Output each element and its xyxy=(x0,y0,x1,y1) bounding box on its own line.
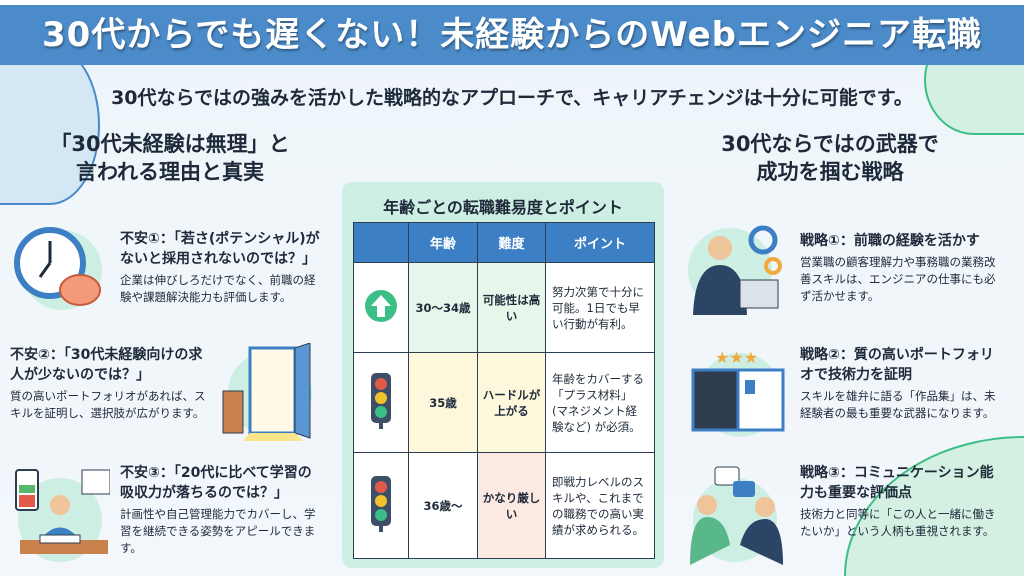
table-header-row: 年齢 難度 ポイント xyxy=(353,222,655,263)
subtitle: 30代ならではの強みを活かした戦略的なアプローチで、キャリアチェンジは十分に可能… xyxy=(111,87,913,109)
anxiety-title: 不安②：「30代未経験向けの求人が少ないのでは？」 xyxy=(10,347,203,383)
difficulty-cell: 可能性は高い xyxy=(477,262,546,353)
age-cell: 30〜34歳 xyxy=(408,262,478,353)
anxiety-body: 質の高いポートフォリオがあれば、スキルを証明し、選択肢が広がります。 xyxy=(10,389,206,420)
point-cell: 努力次第で十分に可能。1日でも早い行動が有利。 xyxy=(545,262,655,353)
difficulty-table: 年齢 難度 ポイント 30〜34歳 可能性は高い 努力次第で十分に可能。1日でも… xyxy=(353,222,655,559)
studying-person-icon xyxy=(15,469,110,562)
strategy-item-1: 戦略①：前職の経験を活かす 営業職の顧客理解力や事務職の業務改善スキルは、エンジ… xyxy=(800,231,1000,305)
anxiety-item-1: 不安①：「若さ(ポテンシャル)がないと採用されないのでは？」 企業は伸びしろだけ… xyxy=(120,229,320,306)
left-heading-line1: 「30代未経験は無理」と xyxy=(50,132,290,156)
left-heading-line2: 言われる理由と真実 xyxy=(76,160,264,184)
difficulty-table-panel: 年齢ごとの転職難易度とポイント 年齢 難度 ポイント 30〜34歳 可能性は高い… xyxy=(342,182,664,568)
businessman-laptop-icon xyxy=(688,225,782,315)
strategy-title: 戦略③：コミュニケーション能力も重要な評価点 xyxy=(800,465,994,501)
strategy-item-2: 戦略②：質の高いポートフォリオで技術力を証明 スキルを雄弁に語る「作品集」は、未… xyxy=(800,345,1000,422)
point-cell: 年齢をカバーする「プラス材料」(マネジメント経験など) が必須。 xyxy=(545,352,655,453)
strategy-body: 技術力と同等に「この人と一緒に働きたいか」という人柄も重視されます。 xyxy=(800,507,996,538)
difficulty-cell: ハードルが上がる xyxy=(477,352,546,453)
table-row: 35歳 ハードルが上がる 年齢をカバーする「プラス材料」(マネジメント経験など)… xyxy=(353,352,655,453)
green-up-arrow-icon xyxy=(353,262,409,353)
strategy-body: スキルを雄弁に語る「作品集」は、未経験者の最も重要な武器になります。 xyxy=(800,389,996,420)
anxiety-title: 不安③：「20代に比べて学習の吸収力が落ちるのでは？」 xyxy=(120,465,312,501)
difficulty-cell: かなり厳しい xyxy=(477,452,546,559)
anxiety-body: 企業は伸びしろだけでなく、前職の経験や課題解決能力も評価します。 xyxy=(120,273,316,304)
header-point: ポイント xyxy=(545,222,655,263)
handshake-icon xyxy=(690,466,783,565)
strategy-title: 戦略①：前職の経験を活かす xyxy=(800,233,980,249)
strategy-body: 営業職の顧客理解力や事務職の業務改善スキルは、エンジニアの仕事にも必ず活かせます… xyxy=(800,255,996,303)
header-icon xyxy=(353,222,409,263)
right-heading-line2: 成功を掴む戦略 xyxy=(756,160,904,184)
portfolio-book-icon: ★★★ xyxy=(691,348,785,437)
anxiety-title: 不安①：「若さ(ポテンシャル)がないと採用されないのでは？」 xyxy=(120,231,320,267)
title-banner: 30代からでも遅くない！未経験からのWebエンジニア転職 xyxy=(0,5,1024,65)
infographic: 30代からでも遅くない！未経験からのWebエンジニア転職 30代ならではの強みを… xyxy=(0,5,1024,576)
header-age: 年齢 xyxy=(408,222,478,263)
traffic-light-icon xyxy=(353,452,409,559)
anxiety-body: 計画性や自己管理能力でカバーし、学習を継続できる姿勢をアピールできます。 xyxy=(120,507,316,555)
age-cell: 36歳〜 xyxy=(408,452,478,559)
traffic-light-icon xyxy=(353,352,409,453)
table-title: 年齢ごとの転職難易度とポイント xyxy=(383,198,623,217)
point-cell: 即戦力レベルのスキルや、これまでの職務での高い実績が求められる。 xyxy=(545,452,655,559)
right-heading: 30代ならではの武器で 成功を掴む戦略 xyxy=(700,130,960,186)
right-heading-line1: 30代ならではの武器で xyxy=(721,132,939,156)
left-heading: 「30代未経験は無理」と 言われる理由と真実 xyxy=(40,130,300,186)
anxiety-item-2: 不安②：「30代未経験向けの求人が少ないのでは？」 質の高いポートフォリオがあれ… xyxy=(10,345,210,422)
header-difficulty: 難度 xyxy=(477,222,546,263)
strategy-title: 戦略②：質の高いポートフォリオで技術力を証明 xyxy=(800,347,994,383)
strategy-item-3: 戦略③：コミュニケーション能力も重要な評価点 技術力と同等に「この人と一緒に働き… xyxy=(800,463,1000,540)
clock-brain-icon xyxy=(14,227,102,310)
table-row: 36歳〜 かなり厳しい 即戦力レベルのスキルや、これまでの職務での高い実績が求め… xyxy=(353,452,655,559)
svg-text:★★★: ★★★ xyxy=(715,348,758,367)
age-cell: 35歳 xyxy=(408,352,478,453)
table-row: 30〜34歳 可能性は高い 努力次第で十分に可能。1日でも早い行動が有利。 xyxy=(353,262,655,353)
open-door-icon xyxy=(222,343,312,441)
anxiety-item-3: 不安③：「20代に比べて学習の吸収力が落ちるのでは？」 計画性や自己管理能力でカ… xyxy=(120,463,325,557)
